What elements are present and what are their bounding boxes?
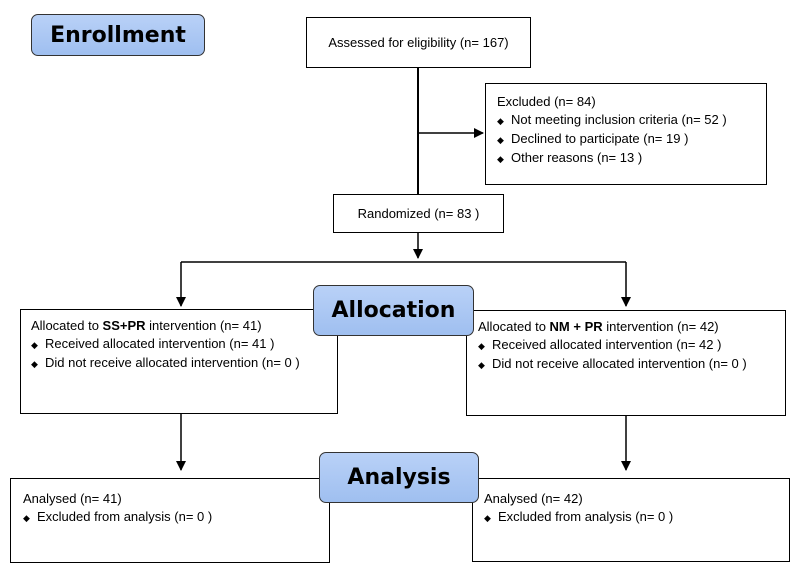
bullet-icon: ◆ [478,341,485,351]
stage-analysis: Analysis [319,452,479,503]
allocation-left-item-text: Did not receive allocated intervention (… [45,355,300,370]
analysis-right-box: Analysed (n= 42) ◆ Excluded from analysi… [472,478,790,562]
assessed-box: Assessed for eligibility (n= 167) [306,17,531,68]
analysis-right-list: ◆ Excluded from analysis (n= 0 ) [484,508,789,527]
bullet-icon: ◆ [484,513,491,523]
list-item: ◆ Not meeting inclusion criteria (n= 52 … [497,111,766,130]
allocation-right-prefix: Allocated to [478,319,550,334]
assessed-text: Assessed for eligibility (n= 167) [328,34,509,50]
excluded-item-text: Other reasons (n= 13 ) [511,150,643,165]
list-item: ◆ Declined to participate (n= 19 ) [497,130,766,149]
list-item: ◆ Received allocated intervention (n= 42… [478,336,785,355]
allocation-left-box: Allocated to SS+PR intervention (n= 41) … [20,309,338,414]
allocation-right-group: NM + PR [549,319,603,334]
analysis-right-item-text: Excluded from analysis (n= 0 ) [498,509,674,524]
allocation-left-group: SS+PR [102,318,146,333]
bullet-icon: ◆ [497,154,504,164]
bullet-icon: ◆ [31,340,38,350]
analysis-right-title: Analysed (n= 42) [484,491,583,506]
analysis-left-item-text: Excluded from analysis (n= 0 ) [37,509,213,524]
list-item: ◆ Other reasons (n= 13 ) [497,149,766,168]
allocation-left-prefix: Allocated to [31,318,103,333]
bullet-icon: ◆ [478,360,485,370]
list-item: ◆ Received allocated intervention (n= 41… [31,335,337,354]
analysis-left-list: ◆ Excluded from analysis (n= 0 ) [23,508,329,527]
allocation-right-title: Allocated to NM + PR intervention (n= 42… [478,318,785,336]
bullet-icon: ◆ [497,116,504,126]
stage-enrollment-label: Enrollment [50,22,186,48]
stage-allocation: Allocation [313,285,474,336]
bullet-icon: ◆ [23,513,30,523]
excluded-list: ◆ Not meeting inclusion criteria (n= 52 … [497,111,766,168]
list-item: ◆ Excluded from analysis (n= 0 ) [23,508,329,527]
allocation-left-title: Allocated to SS+PR intervention (n= 41) [31,317,337,335]
bullet-icon: ◆ [497,135,504,145]
excluded-item-text: Declined to participate (n= 19 ) [511,131,689,146]
list-item: ◆ Excluded from analysis (n= 0 ) [484,508,789,527]
allocation-left-list: ◆ Received allocated intervention (n= 41… [31,335,337,373]
allocation-right-list: ◆ Received allocated intervention (n= 42… [478,336,785,374]
excluded-item-text: Not meeting inclusion criteria (n= 52 ) [511,112,727,127]
allocation-right-suffix: intervention (n= 42) [602,319,719,334]
analysis-left-title: Analysed (n= 41) [23,491,122,506]
analysis-left-box: Analysed (n= 41) ◆ Excluded from analysi… [10,478,330,563]
allocation-left-item-text: Received allocated intervention (n= 41 ) [45,336,275,351]
bullet-icon: ◆ [31,359,38,369]
stage-analysis-label: Analysis [347,465,451,490]
excluded-title: Excluded (n= 84) [497,94,596,109]
stage-enrollment: Enrollment [31,14,205,56]
randomized-box: Randomized (n= 83 ) [333,194,504,233]
stage-allocation-label: Allocation [331,298,456,323]
allocation-right-item-text: Did not receive allocated intervention (… [492,356,747,371]
excluded-box: Excluded (n= 84) ◆ Not meeting inclusion… [485,83,767,185]
list-item: ◆ Did not receive allocated intervention… [478,355,785,374]
allocation-right-box: Allocated to NM + PR intervention (n= 42… [466,310,786,416]
randomized-text: Randomized (n= 83 ) [357,205,480,221]
list-item: ◆ Did not receive allocated intervention… [31,354,337,373]
allocation-right-item-text: Received allocated intervention (n= 42 ) [492,337,722,352]
allocation-left-suffix: intervention (n= 41) [145,318,262,333]
